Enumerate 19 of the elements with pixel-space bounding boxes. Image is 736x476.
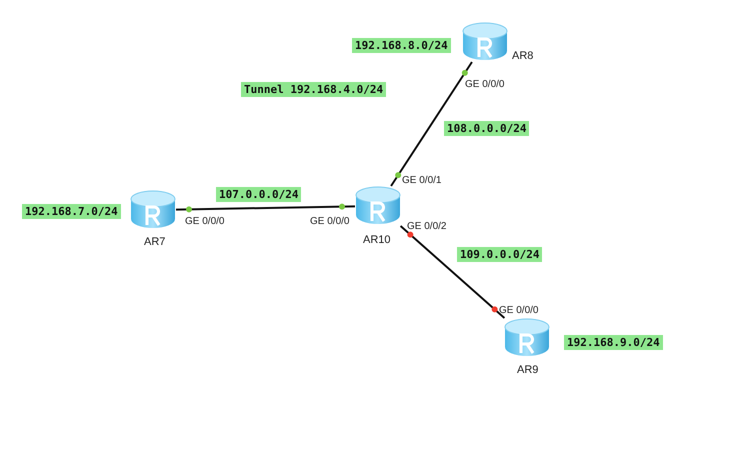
link-line — [400, 225, 506, 319]
port-label: GE 0/0/1 — [402, 175, 442, 186]
port-label: GE 0/0/2 — [407, 221, 446, 232]
link-line — [176, 205, 356, 211]
router-name: AR8 — [512, 50, 534, 62]
port-label: GE 0/0/0 — [465, 79, 504, 90]
network-label: 192.168.9.0/24 — [564, 335, 663, 350]
network-label: Tunnel 192.168.4.0/24 — [241, 82, 386, 97]
edge-label: 107.0.0.0/24 — [216, 187, 302, 202]
router-name: AR9 — [517, 364, 538, 376]
edge-label: 109.0.0.0/24 — [457, 247, 542, 262]
port-label: GE 0/0/0 — [310, 216, 350, 227]
router-name: AR10 — [363, 234, 391, 246]
network-label: 192.168.7.0/24 — [22, 204, 121, 219]
edge-label: 108.0.0.0/24 — [444, 121, 530, 136]
port-label: GE 0/0/0 — [499, 305, 538, 316]
port-label: GE 0/0/0 — [185, 216, 224, 227]
router-name: AR7 — [144, 236, 166, 248]
network-label: 192.168.8.0/24 — [352, 38, 451, 53]
